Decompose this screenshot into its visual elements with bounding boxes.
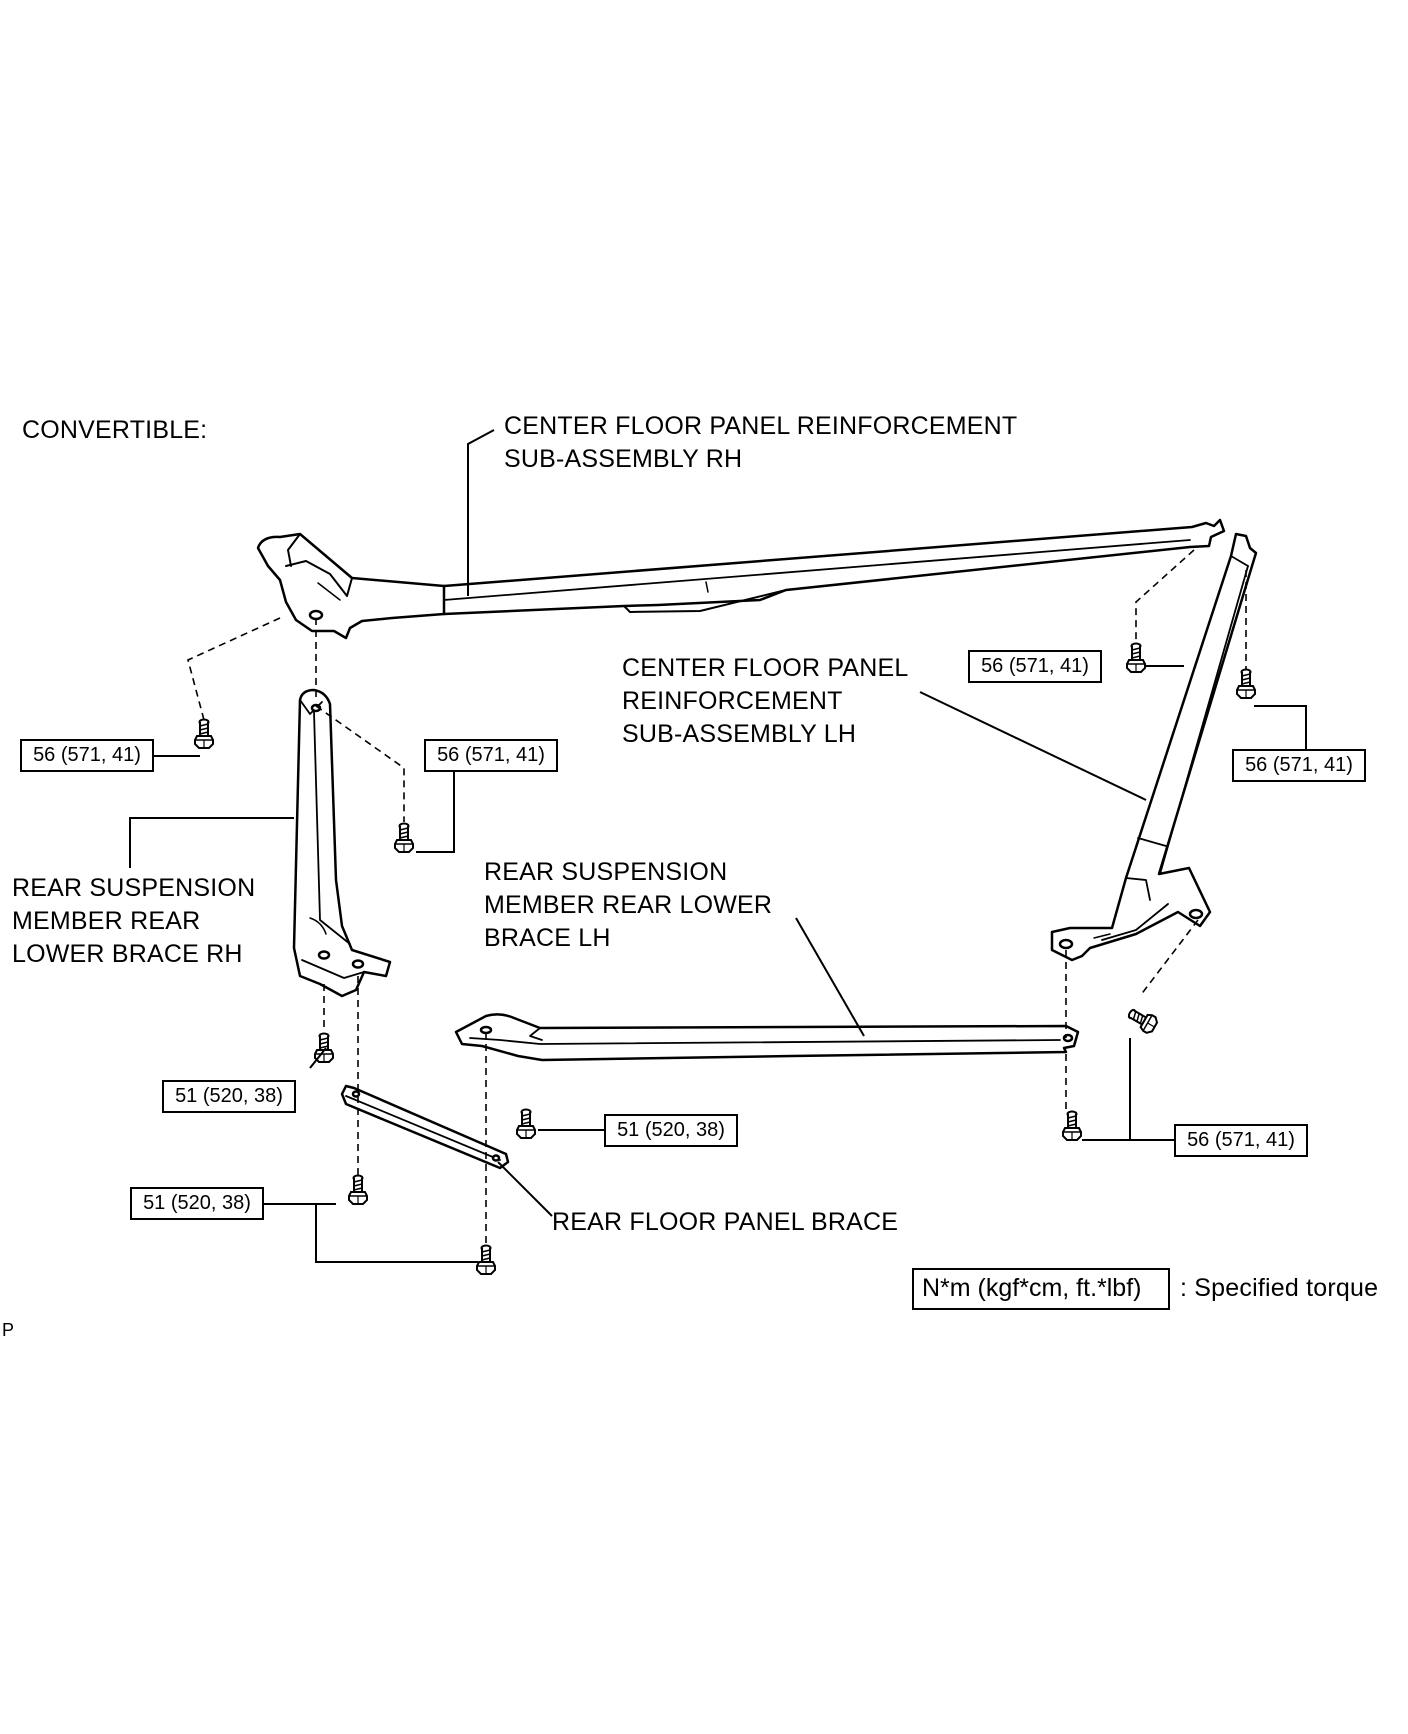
rear-floor-panel-brace [340,1084,510,1170]
center-floor-panel-reinforcement-lh [1050,532,1258,962]
label-rear-floor-panel-brace: REAR FLOOR PANEL BRACE [552,1208,899,1236]
leader-lines [129,429,1307,1263]
variant-label: CONVERTIBLE: [22,416,208,444]
center-floor-panel-reinforcement-rh [256,518,1226,640]
label-center-floor-panel-reinforcement-rh: CENTER FLOOR PANEL REINFORCEMENT SUB-ASS… [504,410,1017,476]
torque-box: 56 (571, 41) [1174,1124,1308,1157]
torque-box: 56 (571, 41) [20,739,154,772]
bolt-icon [348,1174,368,1205]
label-rear-suspension-member-rear-lower-brace-lh: REAR SUSPENSION MEMBER REAR LOWER BRACE … [484,856,772,955]
bolt-icon [1236,668,1256,699]
bolt-icon [1124,1003,1161,1036]
label-line: CENTER FLOOR PANEL REINFORCEMENT [504,412,1018,440]
torque-unit-legend-box: N*m (kgf*cm, ft.*lbf) [912,1268,1170,1310]
torque-box: 51 (520, 38) [162,1080,296,1113]
label-line: SUB-ASSEMBLY LH [622,720,857,748]
label-center-floor-panel-reinforcement-lh: CENTER FLOOR PANEL REINFORCEMENT SUB-ASS… [622,652,909,751]
bolt-icon [194,718,214,749]
torque-box: 56 (571, 41) [424,739,558,772]
torque-box: 56 (571, 41) [968,650,1102,683]
label-line: SUB-ASSEMBLY RH [504,445,743,473]
footer-code: P [2,1320,15,1340]
torque-box: 56 (571, 41) [1232,749,1366,782]
label-line: BRACE LH [484,924,611,952]
alignment-lines [187,549,1247,1244]
label-line: LOWER BRACE RH [12,940,243,968]
label-line: REAR SUSPENSION [484,858,728,886]
bolt-icon [1126,642,1146,673]
torque-box: 51 (520, 38) [604,1114,738,1147]
label-line: CENTER FLOOR PANEL [622,654,909,682]
label-line: MEMBER REAR LOWER [484,891,773,919]
bolt-icon [394,822,414,853]
bolt-icon [516,1108,536,1139]
label-rear-suspension-member-rear-lower-brace-rh: REAR SUSPENSION MEMBER REAR LOWER BRACE … [12,872,255,971]
rear-suspension-member-rear-lower-brace-lh [454,1013,1080,1062]
label-line: MEMBER REAR [12,907,201,935]
torque-legend-text: : Specified torque [1180,1274,1379,1302]
label-line: REAR SUSPENSION [12,874,256,902]
label-line: REINFORCEMENT [622,687,843,715]
bolt-icon [476,1244,496,1275]
bolt-icon [1062,1110,1082,1141]
rear-suspension-member-rear-lower-brace-rh [292,688,392,998]
torque-box: 51 (520, 38) [130,1187,264,1220]
